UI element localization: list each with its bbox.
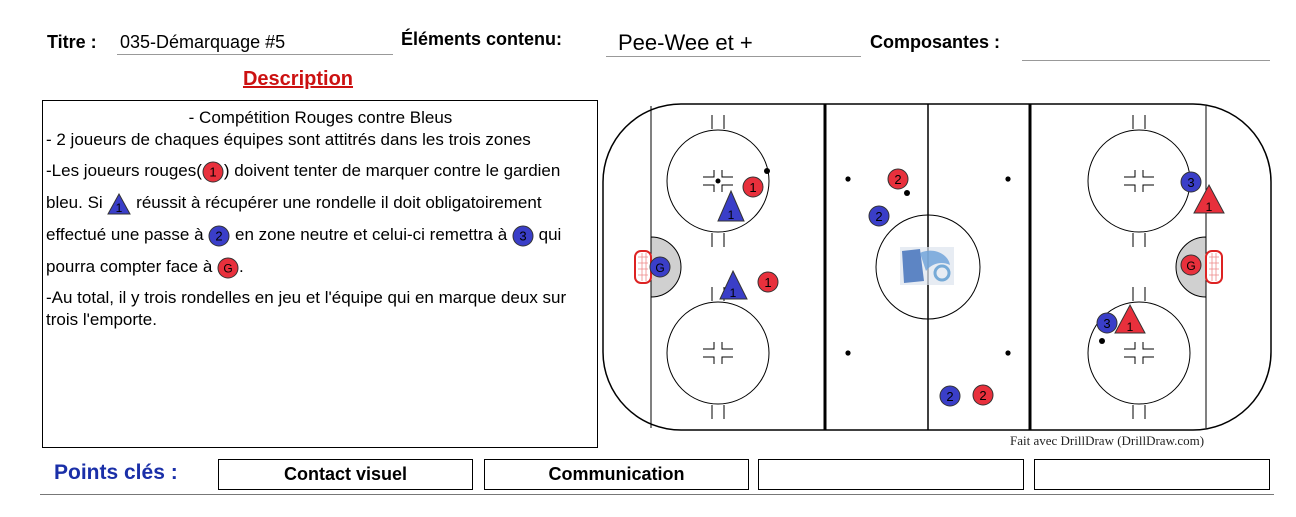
blue-forward-triangle-icon: 1 (107, 192, 132, 215)
description-box: - Compétition Rouges contre Bleus - 2 jo… (42, 100, 598, 448)
neutral-dot-top-left (845, 176, 851, 182)
svg-text:1: 1 (749, 180, 756, 195)
player-blue-forward-1-a: 1 (717, 189, 745, 222)
red-player-1-icon: 1 (202, 161, 224, 183)
key-point-4[interactable] (1034, 459, 1270, 490)
svg-text:1: 1 (764, 275, 771, 290)
blue-player-2-icon: 2 (208, 225, 230, 247)
player-blue-2-b: 2 (939, 385, 961, 407)
desc-line-3f: . (239, 257, 244, 276)
player-blue-2-a: 2 (868, 205, 890, 227)
player-red-1-a: 1 (742, 176, 764, 198)
blue-player-3-icon-label: 3 (519, 228, 526, 243)
blue-player-2-icon-label: 2 (216, 228, 223, 243)
svg-text:1: 1 (1127, 320, 1134, 334)
neutral-dot-top-right (1005, 176, 1011, 182)
description-heading: Description (242, 68, 354, 90)
desc-line-3a: -Les joueurs rouges( (46, 161, 202, 180)
content-field[interactable]: Pee-Wee et + (606, 30, 861, 57)
svg-text:2: 2 (875, 209, 882, 224)
key-point-3[interactable] (758, 459, 1024, 490)
svg-text:G: G (1186, 259, 1195, 273)
svg-text:1: 1 (1206, 200, 1213, 214)
desc-line-1: - Compétition Rouges contre Bleus (188, 108, 453, 127)
desc-line-3: -Les joueurs rouges( 1) doivent tenter de… (46, 155, 595, 283)
svg-text:3: 3 (1103, 316, 1110, 331)
neutral-dot-bottom-left (845, 350, 851, 356)
faceoff-circle-top-left (666, 115, 770, 247)
title-value: 035-Démarquage #5 (120, 32, 286, 52)
goal-net-right (1205, 250, 1223, 284)
desc-line-3c: réussit à récupérer une rondelle il doit… (46, 193, 542, 244)
desc-line-4: -Au total, il y trois rondelles en jeu e… (46, 288, 567, 329)
blue-forward-triangle-icon-label: 1 (116, 201, 123, 215)
svg-text:2: 2 (946, 389, 953, 404)
key-point-1[interactable]: Contact visuel (218, 459, 473, 490)
desc-line-3b: ) doivent tenter de marquer contre le ga… (46, 161, 561, 212)
desc-line-3e: qui pourra compter face à (46, 225, 562, 276)
faceoff-circle-bottom-right (1087, 287, 1191, 419)
player-red-forward-1-a: 1 (1193, 183, 1225, 214)
svg-text:2: 2 (979, 388, 986, 403)
svg-text:2: 2 (894, 172, 901, 187)
bottom-divider (40, 494, 1274, 495)
goal-net-left (634, 250, 652, 284)
components-field[interactable] (1022, 32, 1270, 61)
player-blue-goalie: G (649, 256, 671, 278)
content-label: Éléments contenu: (401, 29, 563, 49)
player-red-2-a: 2 (887, 168, 909, 190)
desc-line-3d: en zone neutre et celui-ci remettra à (235, 225, 508, 244)
key-point-2[interactable]: Communication (484, 459, 749, 490)
player-blue-forward-1-b: 1 (719, 269, 748, 300)
center-circle (875, 214, 981, 320)
svg-text:1: 1 (730, 286, 737, 300)
content-value: Pee-Wee et + (618, 30, 753, 55)
puck (904, 190, 910, 196)
components-label: Composantes : (870, 32, 1001, 52)
svg-text:3: 3 (1187, 175, 1194, 190)
center-ice-logo (900, 247, 954, 285)
neutral-dot-bottom-right (1005, 350, 1011, 356)
puck (764, 168, 770, 174)
title-label: Titre : (47, 32, 97, 52)
blue-player-3-icon: 3 (512, 225, 534, 247)
svg-text:G: G (655, 261, 664, 275)
player-red-goalie: G (1180, 254, 1202, 276)
player-blue-3-b: 3 (1096, 312, 1118, 334)
key-points-label: Points clés : (54, 461, 178, 484)
title-field[interactable]: 035-Démarquage #5 (117, 32, 393, 55)
player-red-2-b: 2 (972, 384, 994, 406)
player-red-forward-1-b: 1 (1114, 303, 1146, 334)
svg-text:1: 1 (728, 208, 735, 222)
red-player-1-icon-label: 1 (209, 164, 216, 179)
red-goalie-icon: G (217, 257, 239, 279)
red-goalie-icon-label: G (223, 261, 232, 275)
puck (1099, 338, 1105, 344)
player-blue-3-a: 3 (1180, 171, 1202, 193)
player-red-1-b: 1 (757, 271, 779, 293)
hockey-rink: 1 1 G 1 1 2 2 2 2 3 1 G (602, 103, 1272, 431)
drilldraw-credit: Fait avec DrillDraw (DrillDraw.com) (1010, 433, 1205, 448)
desc-line-2: - 2 joueurs de chaques équipes sont atti… (46, 130, 531, 149)
